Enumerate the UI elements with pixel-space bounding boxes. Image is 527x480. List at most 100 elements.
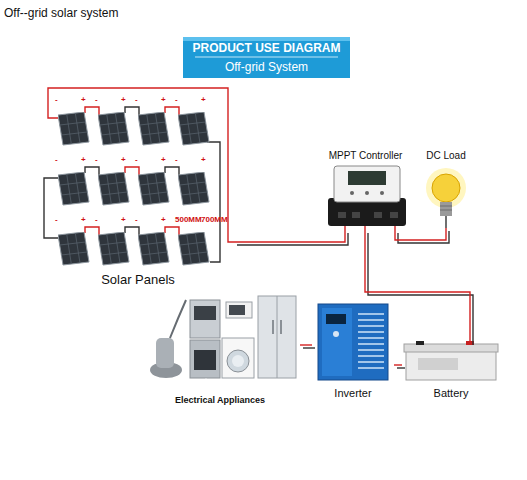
inverter-cabinet — [322, 308, 352, 376]
node-label: Inverter — [334, 387, 371, 400]
mppt-controller-device — [365, 191, 369, 195]
appliances-picture — [227, 350, 249, 372]
solar-panel-array — [138, 172, 169, 205]
appliances-picture — [156, 338, 174, 368]
light-bulb — [426, 168, 466, 228]
mppt-controller-device — [338, 212, 346, 218]
polarity-mark: - — [55, 95, 58, 105]
cable-wire — [394, 364, 402, 365]
light-bulb — [445, 216, 446, 228]
appliances-picture — [226, 302, 252, 318]
polarity-mark: + — [201, 155, 206, 165]
solar-panel-array — [98, 232, 129, 265]
inverter-cabinet — [318, 304, 388, 380]
cable-wire — [237, 233, 348, 245]
polarity-mark: + — [121, 215, 126, 225]
solar-panel-array — [58, 112, 209, 265]
cable-wire — [395, 228, 446, 240]
polarity-mark: + — [161, 215, 166, 225]
battery-box — [404, 341, 498, 380]
appliances-picture — [205, 379, 208, 382]
polarity-mark: + — [161, 155, 166, 165]
panel-wiring — [165, 167, 179, 175]
battery-box — [406, 350, 496, 380]
cable-wire — [234, 230, 345, 242]
title-band — [183, 37, 350, 78]
cable-wire — [365, 230, 470, 342]
panel-wiring — [165, 107, 179, 115]
title-band — [183, 37, 350, 78]
inverter: Inverter — [312, 300, 394, 400]
solar-panel-array — [58, 172, 89, 205]
cable-connector — [365, 230, 473, 345]
appliances-picture — [229, 305, 245, 315]
cable-connector — [395, 228, 449, 243]
polarity-mark: - — [55, 155, 58, 165]
polarity-mark: - — [175, 95, 178, 105]
cable-connector — [394, 365, 405, 368]
appliances-picture — [232, 355, 244, 367]
polarity-mark: - — [95, 95, 98, 105]
inverter-cabinet — [358, 314, 384, 368]
polarity-mark: - — [135, 95, 138, 105]
solar-panels: Solar Panels — [42, 86, 234, 288]
cable-connector — [234, 230, 348, 245]
title-text: PRODUCT USE DIAGRAM — [183, 41, 350, 55]
polarity-mark: - — [95, 215, 98, 225]
solar-panel-array — [98, 172, 129, 205]
appliances-picture — [150, 296, 296, 382]
mppt-controller-device — [390, 212, 398, 218]
panel-wiring — [165, 227, 179, 235]
node-label: DC Load — [426, 150, 465, 162]
page-caption: Off--grid solar system — [4, 6, 118, 20]
polarity-mark: + — [121, 155, 126, 165]
polarity-mark: + — [121, 95, 126, 105]
polarity-mark: + — [201, 95, 206, 105]
appliances-picture — [258, 296, 296, 378]
solar-panel-array — [58, 112, 89, 145]
polarity-mark: + — [81, 215, 86, 225]
battery: Battery — [402, 342, 500, 400]
panel-wiring — [125, 107, 139, 115]
inverter-cabinet — [318, 304, 388, 380]
mppt-controller-device — [345, 226, 395, 230]
battery-box — [404, 344, 498, 352]
mppt-controller-device — [348, 171, 386, 185]
battery-box — [416, 341, 424, 345]
panel-wiring — [44, 178, 58, 238]
appliances-picture — [190, 340, 220, 378]
light-bulb — [432, 174, 460, 202]
node-label: Electrical Appliances — [175, 395, 265, 406]
light-bulb — [440, 202, 452, 216]
panel-wiring — [85, 107, 99, 115]
panel-wiring — [85, 227, 99, 235]
mppt-controller-device — [328, 166, 406, 230]
battery-box — [418, 358, 458, 370]
subtitle-text: Off-grid System — [183, 60, 350, 74]
light-bulb — [440, 206, 452, 207]
solar-panel-array — [138, 112, 169, 145]
panel-wiring — [125, 227, 139, 235]
polarity-mark: - — [55, 215, 58, 225]
polarity-mark: 500MM — [175, 215, 202, 225]
inverter-cabinet — [333, 331, 339, 337]
panel-wiring — [48, 88, 234, 242]
solar-panel-array — [178, 232, 209, 265]
cable-wire — [303, 347, 315, 348]
cable-wire — [300, 344, 312, 345]
mppt-controller-device — [380, 191, 384, 195]
solar-panel-array — [98, 112, 129, 145]
polarity-mark: 700MM — [201, 215, 228, 225]
polarity-mark: - — [135, 155, 138, 165]
solar-panel-array — [138, 232, 169, 265]
light-bulb — [440, 210, 452, 211]
panel-wiring — [85, 167, 99, 175]
dc-load: DC Load — [418, 150, 474, 228]
mppt-controller: MPPT Controller — [318, 150, 413, 230]
mppt-controller-device — [334, 166, 400, 202]
cable-connector — [300, 345, 315, 348]
appliances-picture — [194, 306, 216, 320]
title-band — [183, 37, 350, 41]
appliances-picture — [190, 300, 220, 338]
